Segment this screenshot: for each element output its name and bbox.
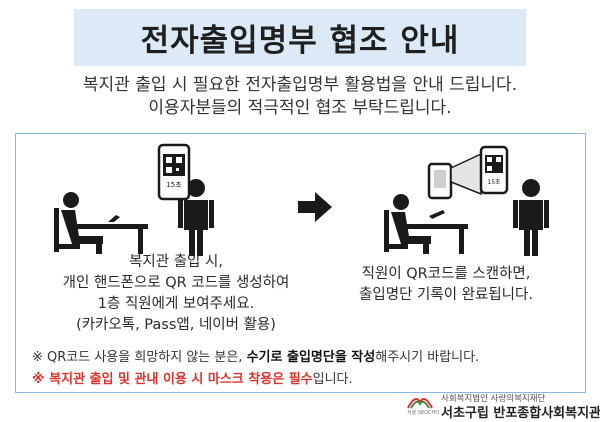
intro-line-1: 복지관 출입 시 필요한 전자출입명부 활용법을 안내 드립니다. (82, 75, 518, 95)
foundation-name: 사회복지법인 사랑의복지재단 (441, 394, 546, 404)
step1-line: (카카오톡, Pass앱, 네이버 활용) (76, 317, 276, 333)
standing-person-head-icon (187, 179, 205, 197)
page-title: 전자출입명부 협조 안내 (140, 23, 460, 59)
title-banner: 전자출입명부 협조 안내 (74, 9, 526, 66)
seated-person-body-icon (61, 210, 103, 244)
step1-illustration: 15초 (54, 143, 214, 256)
intro-line-2: 이용자분들의 적극적인 협조 부탁드립니다. (148, 98, 452, 118)
step2-caption: 직원이 QR코드를 스캔하면, 출입명단 기록이 완료됩니다. (316, 264, 576, 306)
step1-line: 개인 핸드폰으로 QR 코드를 생성하여 (62, 275, 290, 291)
welfare-center-logo-icon (407, 398, 433, 409)
step2-line: 출입명단 기록이 완료됩니다. (359, 287, 533, 303)
note-mask-required: ※ 복지관 출입 및 관내 이용 시 마스크 착용은 필수입니다. (32, 368, 353, 387)
phone-timer-label: 15초 (166, 181, 182, 189)
desk-icon (76, 224, 148, 229)
staff-head-icon (393, 194, 409, 210)
note2-suffix: 입니다. (312, 372, 353, 387)
phone-qr-icon: 15초 (157, 143, 191, 201)
logo-caption: 서울 SEOCHO (407, 410, 440, 416)
visitor-phone-timer-label: 15초 (487, 179, 501, 186)
staff-body-icon (391, 212, 431, 244)
note2-prefix: ※ (32, 372, 50, 387)
step1-line: 1층 직원에게 보여주세요. (97, 296, 255, 312)
instruction-frame: 15초 (15, 133, 586, 393)
arrow-right-icon (298, 192, 332, 222)
desk-icon (406, 224, 468, 229)
scanner-tablet-icon (427, 162, 453, 200)
note1-bold: 수기로 출입명단을 작성 (246, 350, 376, 365)
visitor-body-icon (519, 200, 543, 256)
footer-org: 서울 SEOCHO 사회복지법인 사랑의복지재단 서초구립 반포종합사회복지관 (405, 392, 600, 421)
intro-text: 복지관 출입 시 필요한 전자출입명부 활용법을 안내 드립니다. 이용자분들의… (0, 74, 600, 120)
visitor-phone-qr-icon: 15초 (479, 145, 509, 195)
step1-caption: 복지관 출입 시, 개인 핸드폰으로 QR 코드를 생성하여 1층 직원에게 보… (26, 252, 326, 336)
step2-illustration: 15초 (384, 145, 549, 256)
step1-line: 복지관 출입 시, (129, 254, 223, 270)
note1-prefix: ※ QR코드 사용을 희망하지 않는 분은, (32, 350, 247, 365)
seated-person-head-icon (63, 192, 79, 208)
note-handwritten-option: ※ QR코드 사용을 희망하지 않는 분은, 수기로 출입명단을 작성해주시기 … (32, 346, 479, 365)
standing-person-body-icon (184, 200, 208, 256)
step2-line: 직원이 QR코드를 스캔하면, (361, 266, 531, 282)
note2-red: 복지관 출입 및 관내 이용 시 마스크 착용은 필수 (49, 372, 313, 387)
note1-suffix: 해주시기 바랍니다. (375, 350, 480, 365)
visitor-head-icon (522, 179, 540, 197)
scan-beam-icon (450, 152, 482, 196)
org-name: 서초구립 반포종합사회복지관 (441, 406, 600, 421)
